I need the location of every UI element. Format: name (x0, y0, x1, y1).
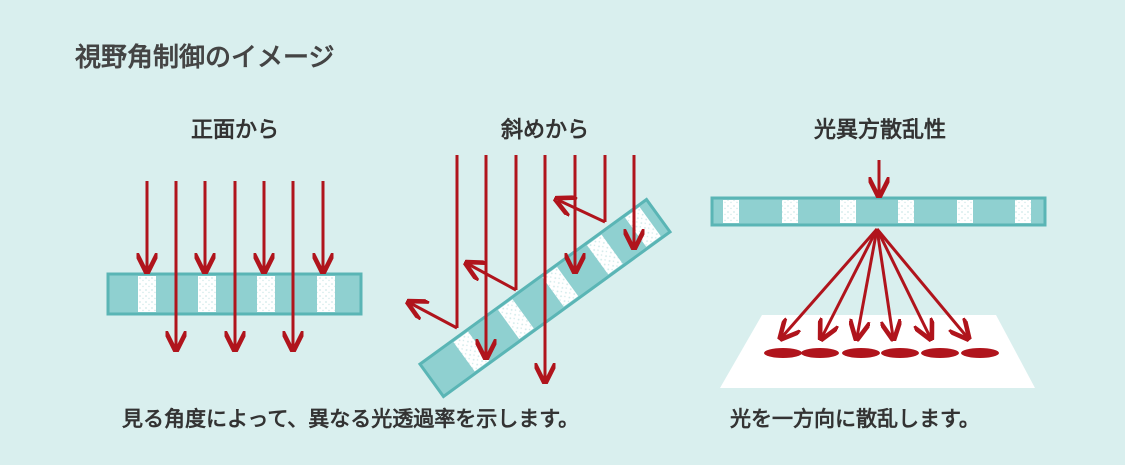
scatter-label: 光異方散乱性 (813, 118, 946, 143)
front-view-label: 正面から (190, 118, 279, 143)
scatter-panel (710, 160, 1047, 388)
scatter-spots (764, 348, 999, 358)
oblique-panel (410, 155, 673, 399)
caption-viewing-angle: 見る角度によって、異なる光透過率を示します。 (122, 407, 580, 431)
scatter-film (710, 196, 1047, 227)
oblique-light-arrows (410, 155, 634, 380)
scatter-light-arrows (782, 160, 967, 337)
diagram-title: 視野角制御のイメージ (75, 43, 335, 73)
caption-scattering: 光を一方向に散乱します。 (730, 407, 980, 431)
front-light-arrows (147, 181, 323, 348)
scatter-film-segments (723, 200, 1031, 223)
front-panel (106, 181, 363, 348)
oblique-view-label: 斜めから (500, 118, 589, 143)
front-film-scatter-segments (138, 276, 335, 312)
